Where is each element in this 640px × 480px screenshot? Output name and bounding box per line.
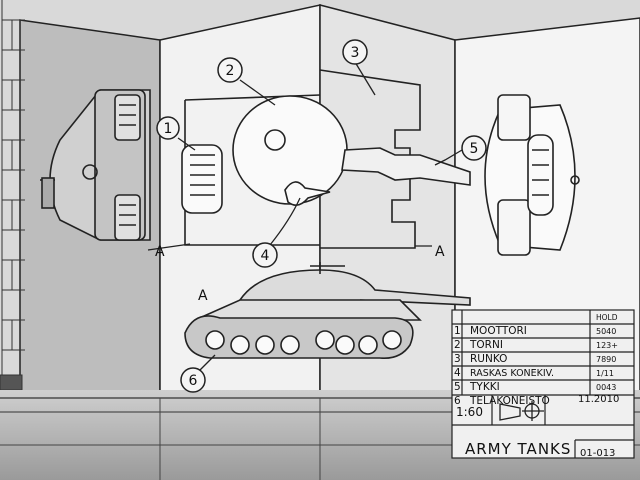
tank-profile-bottom	[184, 262, 471, 360]
callout-1: 1	[164, 121, 173, 137]
callout-6: 6	[189, 373, 198, 389]
part-num-4: 4	[454, 367, 461, 379]
callout-numbers: 1 2 3 4 5 6	[164, 45, 479, 389]
part-name-2: TORNI	[469, 339, 503, 351]
section-mark-right: A	[435, 244, 445, 260]
part-name-5: TYKKI	[469, 381, 500, 393]
brick-wall	[0, 0, 25, 391]
title-texts: 1:60 11.2010 ARMY TANKS 01-013	[456, 394, 619, 459]
projection-symbol	[499, 401, 544, 421]
sheet-number: 01-013	[580, 448, 615, 459]
part-name-3: RUNKO	[470, 353, 507, 365]
part-code-2: 123+	[596, 341, 618, 350]
part-name-1: MOOTTORI	[470, 325, 527, 337]
tank-top-section	[181, 69, 471, 249]
callout-5: 5	[470, 141, 479, 157]
title-block	[451, 309, 635, 459]
section-mark-bottom: A	[198, 288, 208, 304]
part-code-1: 5040	[596, 327, 616, 336]
date-label: 11.2010	[578, 394, 619, 405]
part-code-4: 1/11	[596, 369, 614, 378]
callout-2: 2	[226, 63, 235, 79]
part-num-6: 6	[454, 395, 461, 407]
part-num-2: 2	[454, 339, 461, 351]
part-name-4: RASKAS KONEKIV.	[470, 368, 554, 379]
part-name-6: TELAKONEISTO	[469, 395, 550, 407]
part-code-3: 7890	[596, 355, 616, 364]
tank-side-left	[40, 89, 151, 241]
tank-side-right	[484, 94, 580, 256]
part-num-3: 3	[454, 353, 461, 365]
part-code-5: 0043	[596, 383, 616, 392]
section-marks: A A A	[155, 244, 445, 304]
scale-label: 1:60	[456, 405, 483, 419]
code-header: HOLD	[596, 313, 618, 322]
part-num-5: 5	[454, 381, 461, 393]
drawing-title: ARMY TANKS	[465, 440, 571, 458]
section-mark-left: A	[155, 244, 165, 260]
leader-lines	[147, 61, 463, 371]
callout-4: 4	[261, 248, 270, 264]
callout-circles	[156, 39, 487, 393]
parts-list: HOLD 1 MOOTTORI 5040 2 TORNI 123+ 3 RUNK…	[454, 313, 618, 407]
part-num-1: 1	[454, 325, 461, 337]
callout-3: 3	[351, 45, 360, 61]
